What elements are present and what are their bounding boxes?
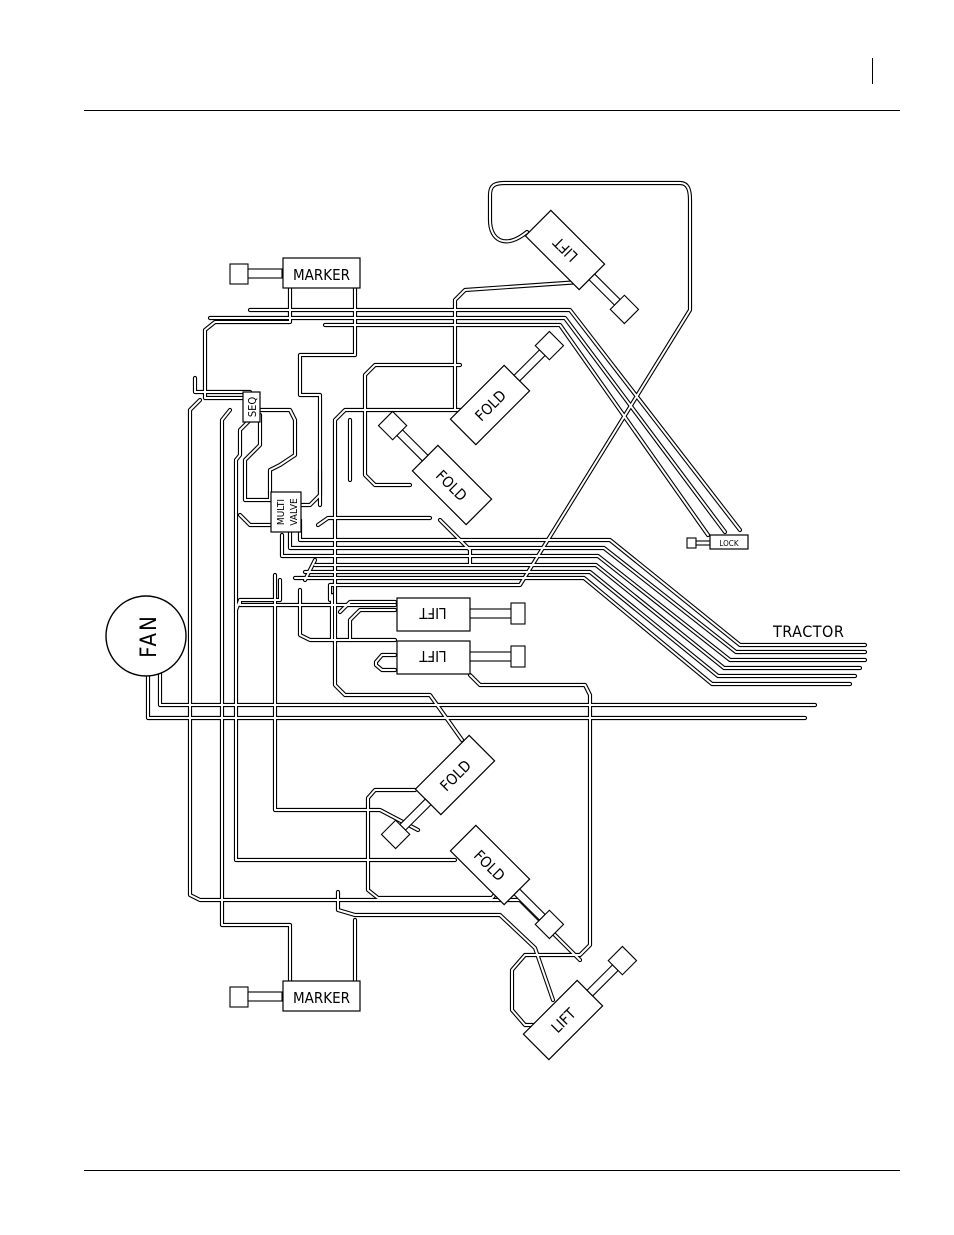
marker-top-label: MARKER xyxy=(293,266,350,284)
lift-cylinder-mid-1: LIFT xyxy=(397,598,525,631)
marker-cylinder-top: MARKER xyxy=(230,258,360,288)
lock-label: LOCK xyxy=(719,539,738,548)
fold-cylinder-1: FOLD xyxy=(450,326,569,445)
fan: FAN xyxy=(106,596,186,676)
multi-valve-line1: MULTI xyxy=(276,499,287,525)
multi-valve: MULTI VALVE xyxy=(271,492,301,532)
lift-mid-1-label: LIFT xyxy=(419,604,447,622)
multi-valve-line2: VALVE xyxy=(289,498,300,526)
seq-label: SEQ xyxy=(246,397,259,418)
marker-bottom-label: MARKER xyxy=(293,989,350,1007)
seq-valve: SEQ xyxy=(243,392,260,422)
tractor-label: TRACTOR xyxy=(772,622,844,641)
marker-cylinder-bottom: MARKER xyxy=(230,981,360,1011)
lift-cylinder-mid-2: LIFT xyxy=(397,641,525,674)
lift-cylinder-bottom: LIFT xyxy=(523,941,642,1060)
lift-mid-2-label: LIFT xyxy=(419,647,447,665)
lock-valve: LOCK xyxy=(687,535,748,549)
fan-label: FAN xyxy=(137,614,162,658)
